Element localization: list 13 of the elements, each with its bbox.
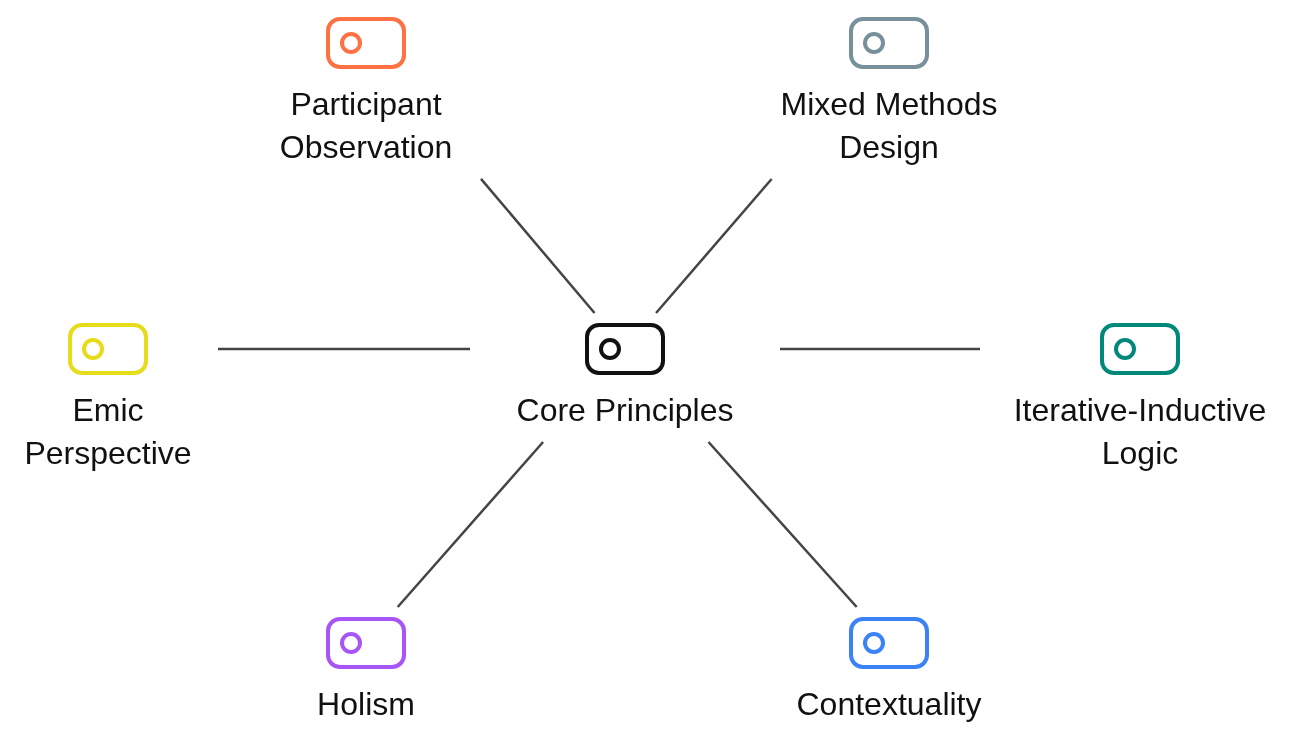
node-label: Emic Perspective bbox=[23, 391, 193, 473]
connector-line bbox=[218, 347, 470, 351]
node-label: Iterative-Inductive Logic bbox=[1012, 391, 1268, 473]
node-label: Mixed Methods Design bbox=[779, 85, 999, 167]
connector-line bbox=[396, 441, 544, 608]
connector-line bbox=[480, 178, 596, 314]
connector-line bbox=[655, 178, 773, 314]
node-label: Core Principles bbox=[516, 391, 734, 430]
node-label: Contextuality bbox=[796, 685, 982, 724]
node-label: Holism bbox=[317, 685, 415, 724]
connector-line bbox=[707, 441, 858, 608]
connector-line bbox=[780, 347, 980, 351]
node-label: Participant Observation bbox=[278, 85, 454, 167]
